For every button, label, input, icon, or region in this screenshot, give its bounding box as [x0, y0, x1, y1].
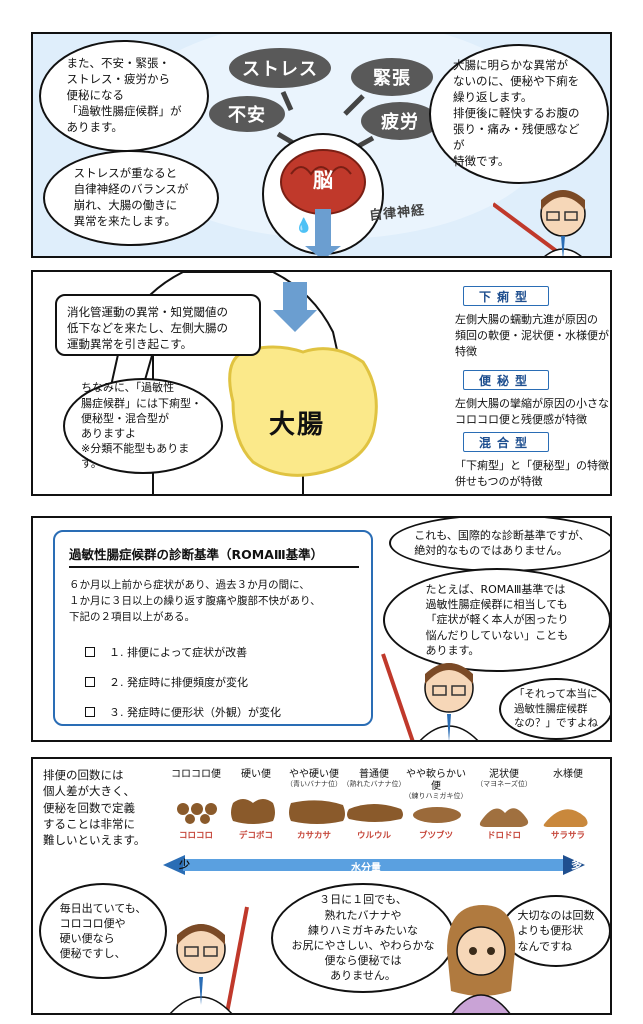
speech-bubble-not-absolute: これも、国際的な診断基準ですが、 絶対的なものではありません。: [389, 518, 610, 572]
stool-col-1: コロコロ便: [171, 769, 221, 780]
human-figure-head: 💧: [262, 133, 384, 256]
stool-col-7: 水様便: [553, 769, 583, 780]
checkbox-icon: [85, 707, 95, 717]
frequency-explanation: 排便の回数には 個人差が大きく、 便秘を回数で定義 することは非常に 難しいとい…: [43, 768, 146, 848]
brain-label: 脳: [313, 168, 333, 192]
type-label-constipation: 便秘型: [463, 370, 549, 390]
type-desc-mixed: 「下痢型」と「便秘型」の特徴を 併せもつのが特徴: [455, 459, 612, 488]
criteria-body: ６か月以上前から症状があり、過去３か月の間に、 １か月に３日以上の繰り返す腹痛や…: [69, 579, 321, 623]
stressor-anxiety: 不安: [209, 96, 285, 132]
speech-bubble-ibs-symptoms: 大腸に明らかな異常が ないのに、便秘や下痢を 繰り返します。 排便後に軽快するお…: [429, 44, 609, 184]
stool-sound-7: サラサラ: [550, 831, 585, 841]
stool-illustrations: [163, 799, 588, 875]
stool-sound-1: コロコロ: [178, 831, 213, 841]
nurse-character: [447, 905, 516, 1013]
type-desc-constipation: 左側大腸の攣縮が原因の小さな コロコロ便と残便感が特徴: [455, 397, 609, 426]
speech-bubble-ibs-types: ちなみに、「過敏性 腸症候群」には下痢型・ 便秘型・混合型が ありますよ ※分類…: [63, 378, 223, 474]
speech-bubble-ibs-intro: また、不安・緊張・ ストレス・疲労から 便秘になる 「過敏性腸症候群」が ありま…: [39, 40, 209, 152]
type-label-diarrhea: 下痢型: [463, 286, 549, 306]
stool-sound-2: デコボコ: [238, 831, 273, 841]
speech-bubble-autonomic: ストレスが重なると 自律神経のバランスが 崩れ、大腸の働きに 異常を来たします。: [43, 150, 219, 246]
type-label-mixed: 混合型: [463, 432, 549, 452]
info-box-motility: 消化管運動の異常・知覚閾値の 低下などを来たし、左側大腸の 運動異常を引き起こす…: [55, 294, 261, 356]
criteria-item-2: ２. 発症時に排便頻度が変化: [85, 674, 248, 690]
type-desc-diarrhea: 左側大腸の蠕動亢進が原因の 頻回の軟便・泥状便・水様便が 特徴: [455, 313, 609, 358]
speech-bubble-daily: 毎日出ていても、 コロコロ便や 硬い便なら 便秘ですし、: [39, 883, 167, 979]
rome-criteria-box: 過敏性腸症候群の診断基準（ROMAⅢ基準） ６か月以上前から症状があり、過去３か…: [53, 530, 373, 726]
stool-sound-5: ブツブツ: [418, 831, 453, 841]
stressor-fatigue: 疲労: [361, 102, 439, 140]
doctor-character-pointing: [381, 653, 479, 740]
stool-col-4: 普通便（熟れたバナナ位）: [342, 769, 406, 788]
checkbox-icon: [85, 677, 95, 687]
stool-col-3: やや硬い便（青いバナナ位）: [286, 769, 342, 788]
criteria-title: 過敏性腸症候群の診断基準（ROMAⅢ基準）: [69, 544, 359, 568]
stressor-stress: ストレス: [229, 48, 331, 88]
checkbox-icon: [85, 647, 95, 657]
panel-rome-criteria: 過敏性腸症候群の診断基準（ROMAⅢ基準） ６か月以上前から症状があり、過去３か…: [31, 516, 612, 742]
colon-label: 大腸: [269, 410, 326, 440]
stool-sound-6: ドロドロ: [486, 831, 521, 841]
water-content-label: 水分量: [351, 863, 381, 874]
speech-bubble-shape-matters: 大切なのは回数 よりも便形状 なんですね: [501, 895, 610, 967]
scale-high-label: 多: [571, 858, 582, 871]
panel-stool-scale: 排便の回数には 個人差が大きく、 便秘を回数で定義 することは非常に 難しいとい…: [31, 757, 612, 1015]
scale-low-label: 少: [179, 858, 190, 871]
stool-col-5: やや軟らかい便（練りハミガキ位）: [404, 769, 468, 800]
stool-col-2: 硬い便: [241, 769, 271, 780]
speech-bubble-soft-stool: ３日に１回でも、 熟れたバナナや 練りハミガキみたいな お尻にやさしい、やわらか…: [271, 883, 455, 993]
stool-sound-4: ウルウル: [356, 831, 391, 841]
stressor-tension: 緊張: [351, 58, 433, 96]
criteria-item-1: １. 排便によって症状が改善: [85, 644, 247, 660]
stool-col-6: 泥状便（マヨネーズ位）: [476, 769, 532, 788]
criteria-item-3: ３. 発症時に便形状（外観）が変化: [85, 704, 281, 720]
panel-brain-stress: ストレス 緊張 不安 疲労 💧 脳 自律神経 また、不安・緊張・ ストレス・疲労…: [31, 32, 612, 258]
doctor-character: [493, 190, 586, 256]
speech-bubble-really-ibs: 「それって本当に 過敏性腸症候群 なの？」ですよね: [499, 678, 610, 740]
speech-bubble-example: たとえば、ROMAⅢ基準では 過敏性腸症候群に相当しても 「症状が軽く本人が困っ…: [383, 568, 610, 672]
panel-colon-types: 大腸 消化管運動の異常・知覚閾値の 低下などを来たし、左側大腸の 運動異常を引き…: [31, 270, 612, 496]
stool-sound-3: カサカサ: [296, 831, 331, 841]
doctor-character-explaining: [169, 906, 249, 1013]
svg-text:💧: 💧: [295, 217, 312, 234]
